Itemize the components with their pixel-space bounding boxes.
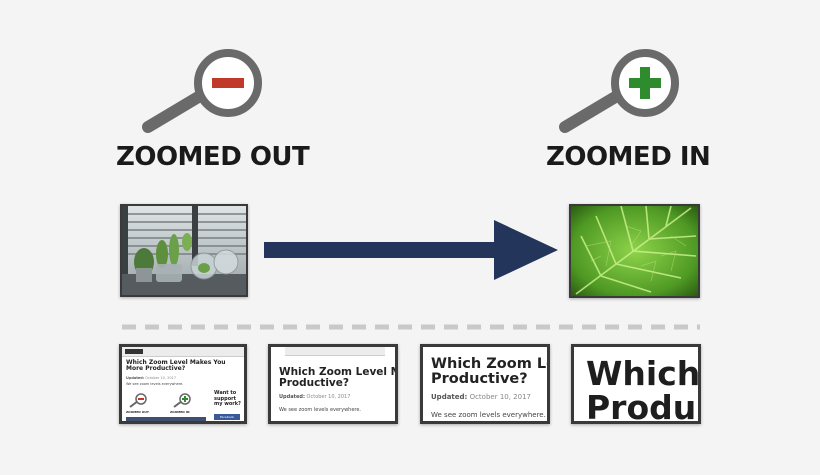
page-thumbnail-2: Which Zoom Level Makes Productive? Updat…	[268, 344, 398, 424]
mini-magnifier-minus-icon	[129, 393, 147, 408]
page-title-2: Which Zoom Level Makes Productive?	[279, 366, 395, 390]
mini-share-button: Facebook	[214, 414, 240, 420]
mini-header-2	[285, 347, 385, 356]
mini-logo	[125, 349, 143, 354]
body-text-3: We see zoom levels everywhere.	[431, 411, 546, 419]
dashed-divider	[122, 324, 700, 330]
arrow-right-icon	[264, 220, 558, 280]
updated-line-2: Updated: October 10, 2017	[279, 394, 351, 400]
page-thumbnail-3: Which Zoom Leve Productive? Updated: Oct…	[420, 344, 550, 424]
updated-line-1: Updated: October 10, 2017	[126, 376, 177, 380]
plus-sign-v	[640, 67, 650, 99]
page-title-1: Which Zoom Level Makes You More Producti…	[126, 359, 226, 373]
magnifier-plus-icon	[559, 49, 679, 133]
page-thumbnail-1: Which Zoom Level Makes You More Producti…	[119, 344, 247, 424]
mini-magnifier-plus-icon	[173, 393, 191, 408]
mini-zoomed-out-label: ZOOMED OUT	[126, 410, 149, 414]
zoomed-out-heading: ZOOMED OUT	[116, 142, 310, 172]
zoomed-in-heading: ZOOMED IN	[546, 142, 711, 172]
mini-header	[122, 347, 244, 357]
updated-line-3: Updated: October 10, 2017	[431, 393, 531, 401]
body-text-2: We see zoom levels everywhere.	[279, 407, 362, 413]
body-text-1: We see zoom levels everywhere.	[126, 382, 184, 386]
mini-zoomed-in-label: ZOOMED IN	[170, 410, 190, 414]
plants-photo	[120, 204, 248, 297]
minus-sign	[212, 78, 244, 88]
leaf-photo	[569, 204, 700, 298]
page-thumbnail-4: Which Produ	[571, 344, 701, 424]
page-title-3: Which Zoom Leve Productive?	[431, 356, 547, 388]
mini-image-strip	[126, 417, 206, 421]
page-title-4: Which Produ	[586, 354, 701, 424]
mini-sidebar-text: Want to support my work?	[214, 390, 241, 407]
magnifier-minus-icon	[142, 49, 262, 133]
